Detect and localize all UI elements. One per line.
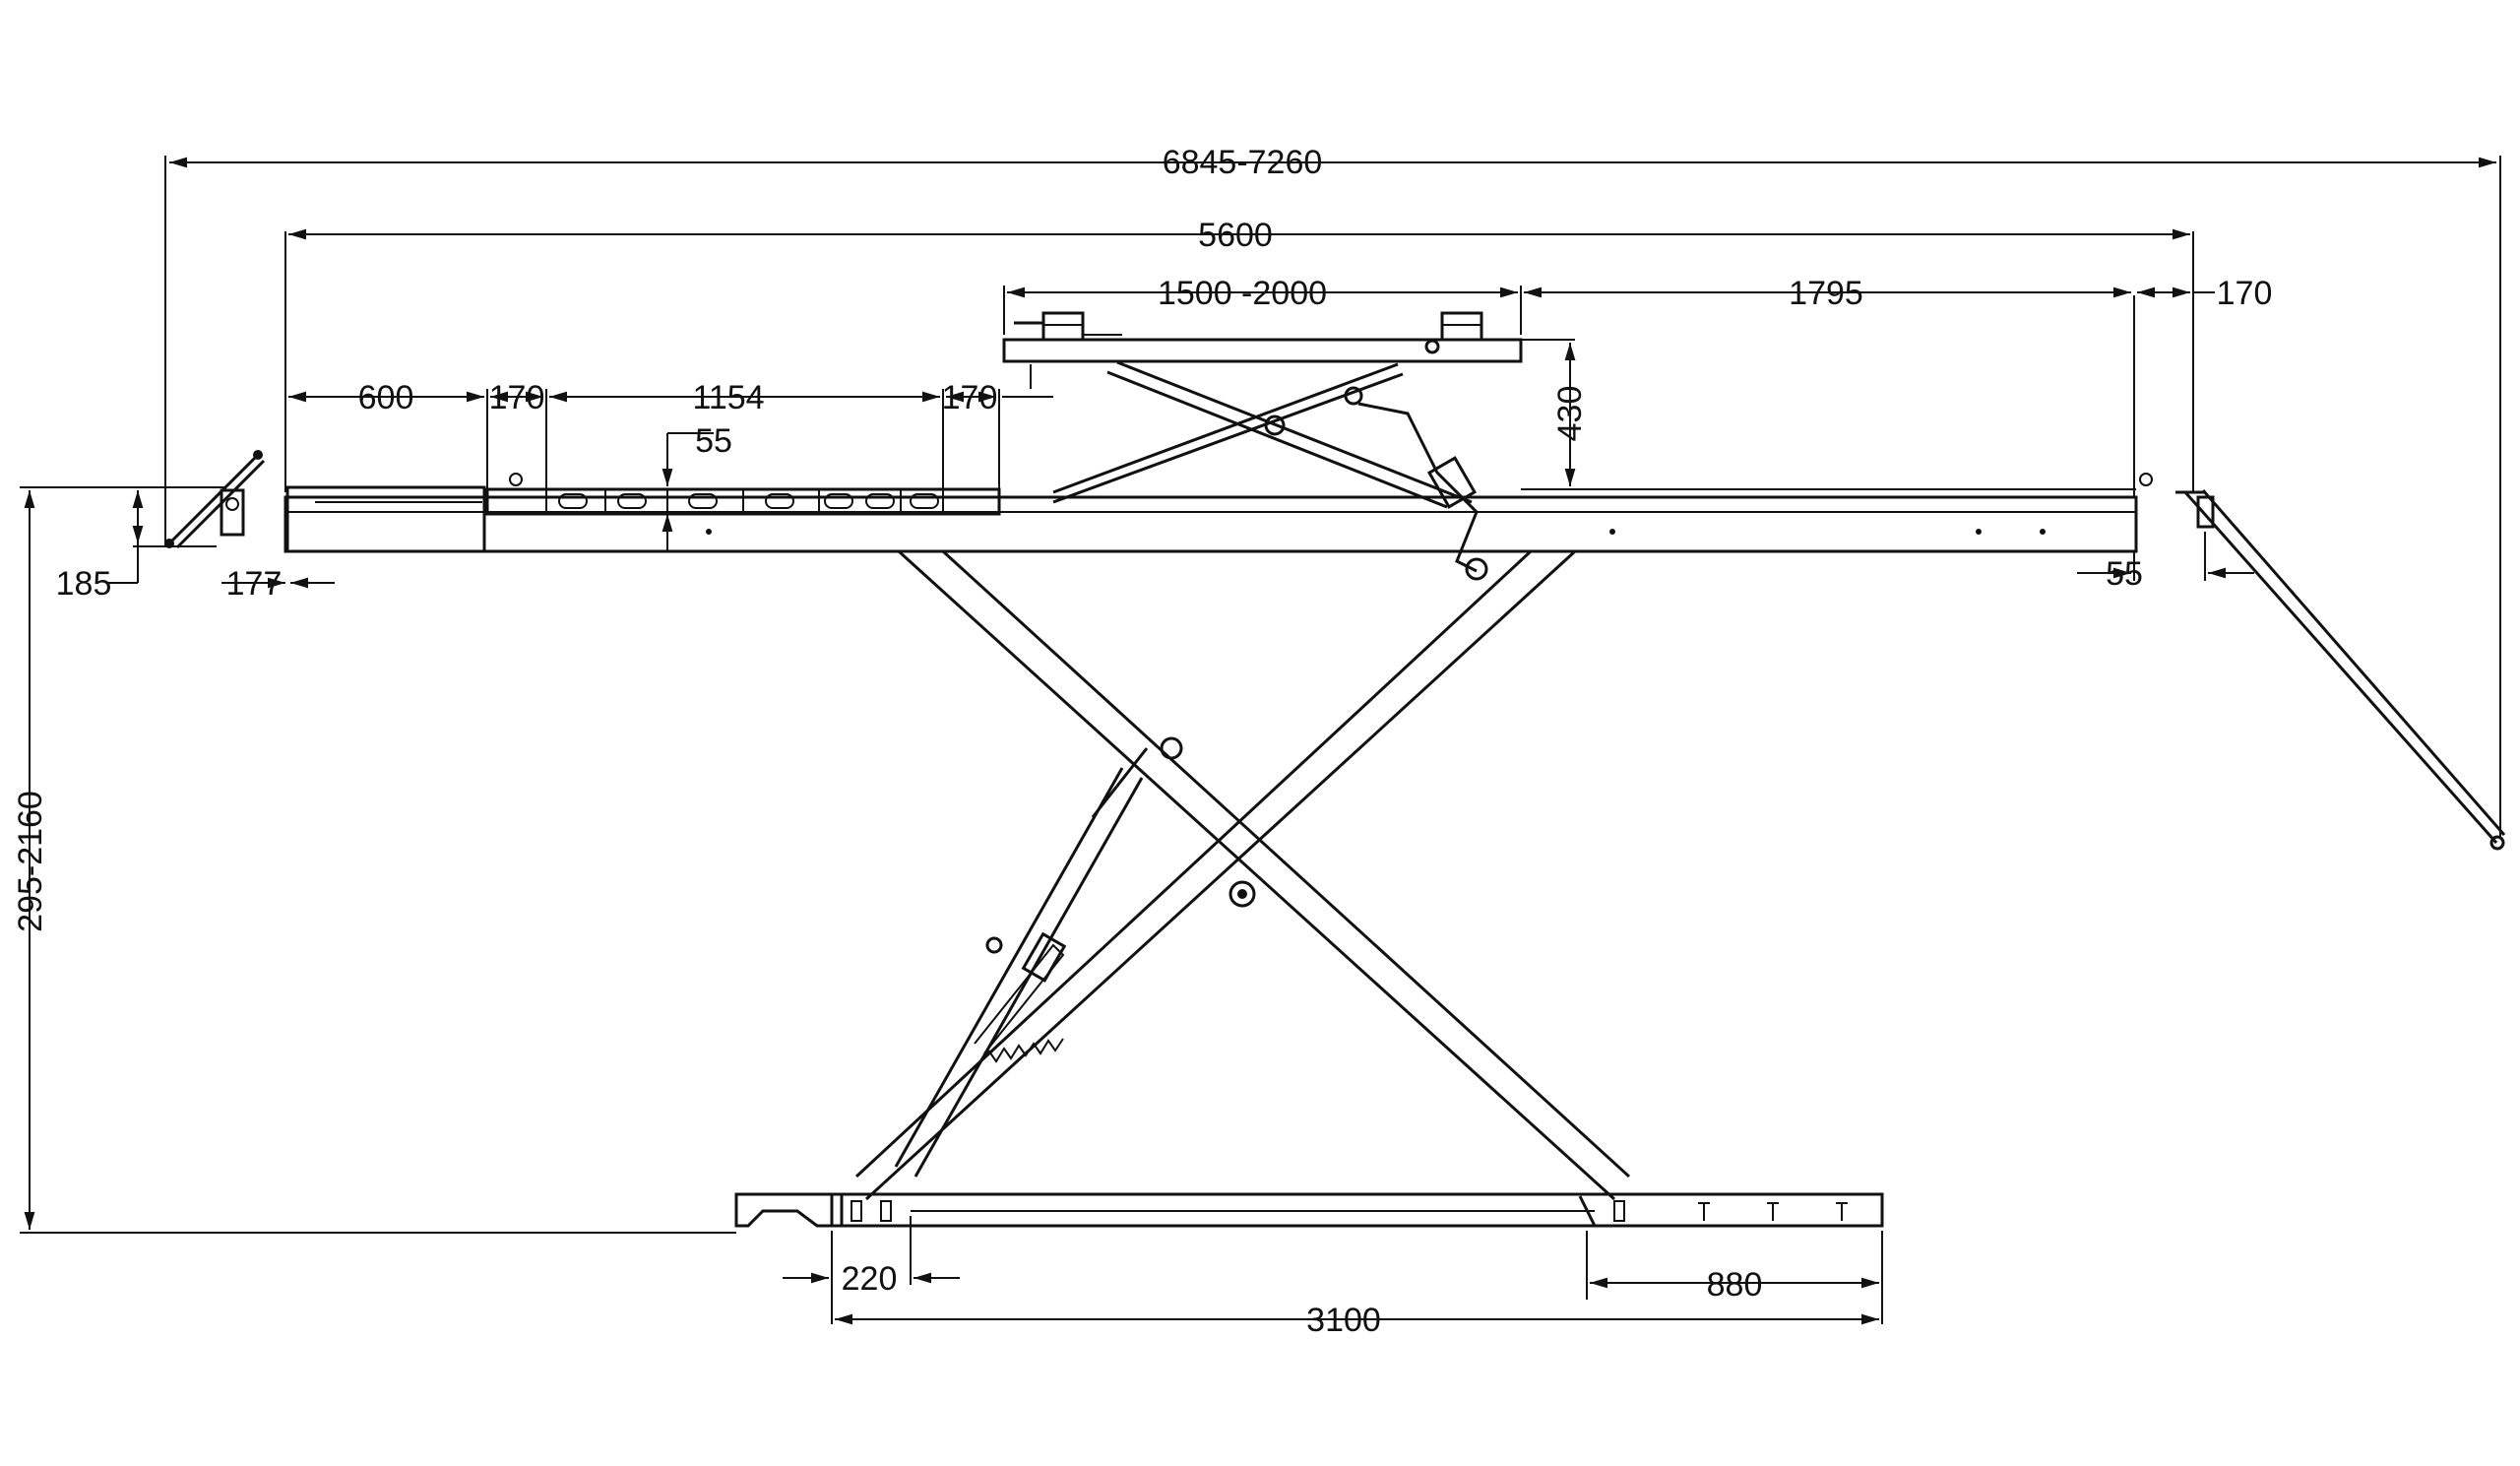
- dim-ramp-offset: 177: [226, 565, 283, 603]
- dimension-lines: [20, 156, 2501, 1325]
- dim-rear-end: 170: [2217, 275, 2273, 312]
- dim-base-rear: 880: [1707, 1266, 1763, 1304]
- dim-rear-section: 1795: [1789, 275, 1863, 312]
- dim-rear-step: 55: [2106, 555, 2143, 593]
- main-scissor: [854, 549, 1631, 1201]
- base-frame: [734, 1192, 1884, 1228]
- dim-ramp-height: 185: [56, 565, 112, 603]
- dim-lift-height: 295-2160: [12, 791, 49, 932]
- dim-front-extension: 600: [358, 379, 414, 416]
- front-ramp: [164, 450, 266, 549]
- upper-table: [1002, 311, 1523, 581]
- anchor-bolts: [1698, 1202, 1848, 1221]
- rear-ramp: [2175, 489, 2506, 851]
- front-extension: [285, 485, 486, 553]
- dim-base-length: 3100: [1306, 1302, 1381, 1339]
- slot-holes: [545, 489, 944, 514]
- dim-gap-a: 170: [489, 379, 545, 416]
- dim-step-offset: 55: [695, 422, 732, 460]
- dimension-labels: 6845-7260 5600 1500 -2000 1795 170 600 1…: [12, 144, 2272, 1339]
- dim-gap-b: 170: [942, 379, 998, 416]
- lift-structure: [164, 295, 2506, 1228]
- dim-table-range: 1500 -2000: [1158, 275, 1327, 312]
- dim-platform-length: 5600: [1198, 217, 1273, 254]
- platform-beam: [284, 495, 2138, 553]
- bolt-hole: [509, 473, 523, 486]
- dim-table-height: 430: [1551, 386, 1589, 442]
- dim-overall-length: 6845-7260: [1163, 144, 1323, 181]
- dim-base-offset: 220: [842, 1260, 898, 1298]
- dim-center-section: 1154: [692, 379, 764, 416]
